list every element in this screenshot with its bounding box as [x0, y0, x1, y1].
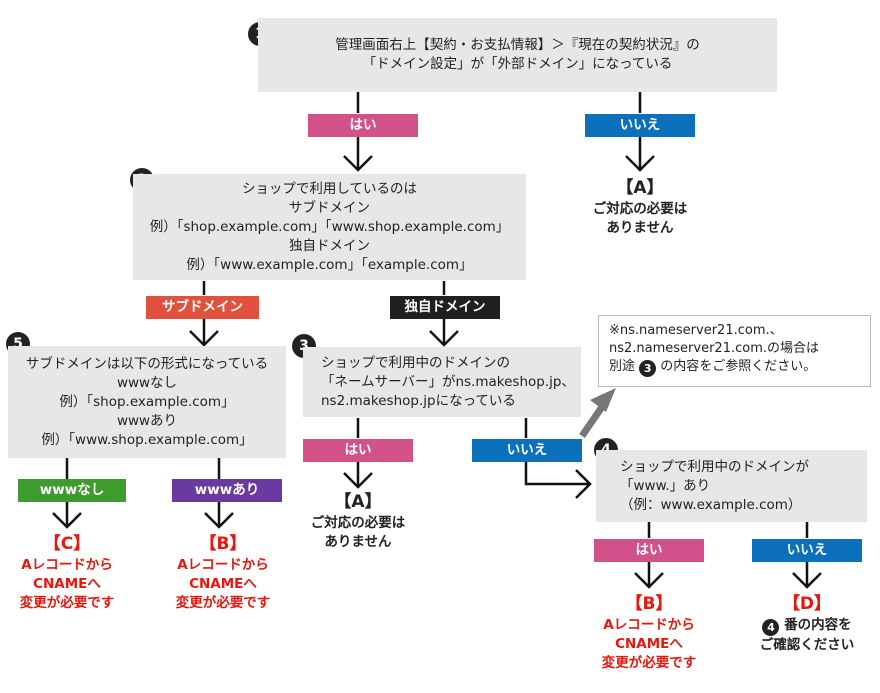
step-2-own-label: 独自ドメイン [390, 296, 500, 319]
result-c-line1: Aレコードから [21, 557, 113, 573]
step-5-box: サブドメインは以下の形式になっている wwwなし 例）「shop.example… [8, 346, 286, 458]
result-d-title: 【D】 [782, 594, 832, 614]
result-a-2-line1: ご対応の必要は [310, 515, 406, 531]
result-d-line2-text: 番の内容を [784, 617, 852, 633]
result-c: 【C】 Aレコードから CNAMEへ 変更が必要です [2, 532, 132, 613]
result-b-1: 【B】 Aレコードから CNAMEへ 変更が必要です [158, 532, 288, 613]
step-2-box: ショップで利用しているのは サブドメイン 例）「shop.example.com… [133, 174, 526, 280]
note-line1: ※ns.nameserver21.com.、 [609, 323, 783, 338]
note-line3-pre: 別途 [609, 359, 636, 374]
step-4-line2: 「www.」あり [620, 477, 711, 494]
note-step-3-badge: 3 [639, 360, 657, 377]
step-2-own-title: 独自ドメイン [289, 237, 370, 254]
step-4-box: ショップで利用中のドメインが 「www.」あり （例：www.example.c… [596, 450, 867, 522]
step-1-yes-label: はい [308, 114, 418, 137]
result-d: 【D】 4 番の内容を ご確認ください [742, 592, 872, 655]
step-3-line2: 「ネームサーバー」がns.makeshop.jp、 [321, 373, 575, 390]
result-a-1-title: 【A】 [616, 178, 664, 198]
step-3-line1: ショップで利用中のドメインの [321, 354, 510, 371]
step-5-www-example: 例）「www.shop.example.com」 [41, 431, 253, 448]
step-1-no-label: いいえ [585, 114, 695, 137]
step-4-no-label: いいえ [752, 539, 862, 562]
step-4-line1: ショップで利用中のドメインが [620, 458, 809, 475]
step-2-own-example: 例）「www.example.com」「example.com」 [186, 256, 473, 273]
step-2-sub-title: サブドメイン [289, 199, 370, 216]
step-3-yes-label: はい [303, 439, 413, 462]
nameserver-note: ※ns.nameserver21.com.、 ns2.nameserver21.… [598, 315, 871, 387]
note-line3: 別途 3 の内容をご参照ください。 [609, 358, 860, 377]
result-b-2-line3: 変更が必要です [601, 655, 697, 671]
result-b-1-line1: Aレコードから [177, 557, 269, 573]
result-a-2-title: 【A】 [334, 492, 382, 512]
step-2-sub-label: サブドメイン [146, 296, 259, 319]
result-c-line2: CNAMEへ [33, 576, 101, 592]
result-a-2: 【A】 ご対応の必要は ありません [293, 490, 423, 552]
result-b-2: 【B】 Aレコードから CNAMEへ 変更が必要です [584, 592, 714, 673]
result-a-1: 【A】 ご対応の必要は ありません [575, 176, 705, 238]
step-4-line3: （例：www.example.com） [620, 496, 802, 513]
step-3-line3: ns2.makeshop.jpになっている [321, 392, 516, 409]
step-5-www: wwwあり [116, 412, 178, 429]
result-a-2-line2: ありません [324, 534, 392, 550]
result-c-line3: 変更が必要です [19, 595, 115, 611]
result-d-line2: 4 番の内容を [742, 616, 872, 636]
step-3-box: ショップで利用中のドメインの 「ネームサーバー」がns.makeshop.jp、… [303, 347, 581, 417]
result-b-1-line2: CNAMEへ [189, 576, 257, 592]
result-d-step-4-badge: 4 [762, 619, 780, 636]
result-b-2-line2: CNAMEへ [615, 636, 683, 652]
step-2-line1: ショップで利用しているのは [241, 180, 418, 197]
note-line2: ns2.nameserver21.com.の場合は [609, 341, 820, 356]
result-d-line3: ご確認ください [759, 637, 855, 653]
result-b-1-line3: 変更が必要です [175, 595, 271, 611]
step-1-line1: 管理画面右上【契約・お支払情報】＞『現在の契約状況』の [335, 37, 700, 53]
step-5-nowww-example: 例）「shop.example.com」 [59, 393, 235, 410]
result-b-2-title: 【B】 [625, 594, 673, 614]
step-4-yes-label: はい [594, 539, 704, 562]
step-3-no-label: いいえ [472, 439, 582, 462]
step-5-line1: サブドメインは以下の形式になっている [25, 355, 269, 372]
step-5-www-label: wwwあり [172, 479, 282, 502]
result-a-1-line1: ご対応の必要は [592, 201, 688, 217]
step-2-sub-example: 例）「shop.example.com」「www.shop.example.co… [149, 218, 510, 235]
step-1-box: 管理画面右上【契約・お支払情報】＞『現在の契約状況』の 「ドメイン設定」が「外部… [258, 18, 777, 92]
result-b-2-line1: Aレコードから [603, 617, 695, 633]
step-5-nowww-label: wwwなし [18, 479, 126, 502]
result-b-1-title: 【B】 [199, 534, 247, 554]
note-line3-post: の内容をご参照ください。 [660, 359, 817, 374]
step-5-nowww: wwwなし [116, 374, 178, 391]
result-c-title: 【C】 [43, 534, 91, 554]
step-1-line2: 「ドメイン設定」が「外部ドメイン」になっている [362, 56, 673, 72]
result-a-1-line2: ありません [606, 220, 674, 236]
